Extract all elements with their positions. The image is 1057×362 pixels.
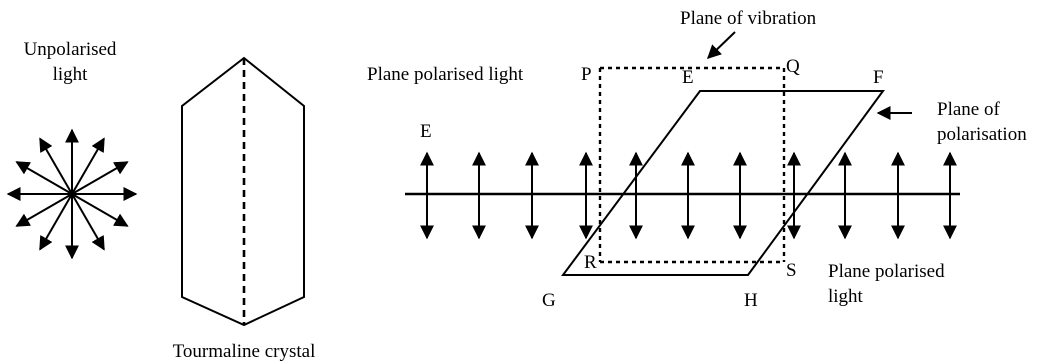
point-E-axis: E	[420, 121, 432, 142]
point-P: P	[581, 64, 592, 85]
unpolarised-label-line2: light	[53, 64, 89, 85]
unpolarised-double-arrow	[39, 137, 105, 251]
plane-of-polarisation	[561, 90, 885, 276]
point-E-top: E	[682, 67, 694, 88]
unpolarised-label-line1: Unpolarised	[24, 39, 117, 60]
point-F: F	[873, 67, 884, 88]
plane-of-polarisation-label-line2: polarisation	[937, 124, 1027, 145]
point-H: H	[744, 290, 758, 311]
point-Q: Q	[786, 56, 800, 77]
plane-polarised-light-bottom-label-line1: Plane polarised	[828, 261, 945, 282]
plane-of-polarisation-label-line1: Plane of	[937, 99, 1000, 120]
vibration-arrows	[420, 151, 957, 240]
vibration-pointer-arrow	[706, 31, 736, 59]
plane-polarised-light-bottom-label-line2: light	[828, 286, 864, 307]
plane-polarised-light-top-label: Plane polarised light	[367, 64, 524, 85]
point-G: G	[542, 290, 556, 311]
point-R: R	[584, 252, 597, 273]
unpolarised-light-star	[6, 128, 138, 260]
tourmaline-label: Tourmaline crystal	[173, 341, 316, 362]
plane-of-vibration-label: Plane of vibration	[680, 8, 817, 29]
point-S: S	[786, 260, 797, 281]
